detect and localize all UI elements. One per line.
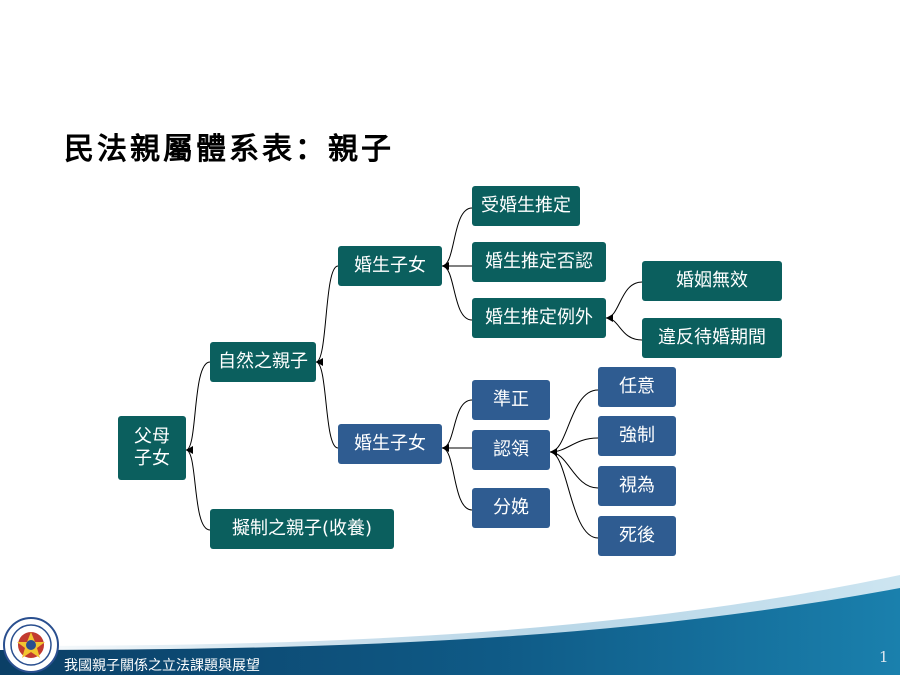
node-parent-child-root: 父母 子女 <box>118 416 186 480</box>
node-waiting-period-violation: 違反待婚期間 <box>642 318 782 358</box>
node-nonmarital-child: 婚生子女 <box>338 424 442 464</box>
node-posthumous-acknowledgment: 死後 <box>598 516 676 556</box>
node-acknowledgment: 認領 <box>472 430 550 470</box>
node-compulsory-acknowledgment: 強制 <box>598 416 676 456</box>
node-marital-child: 婚生子女 <box>338 246 442 286</box>
node-legal-parent-child: 擬制之親子(收養) <box>210 509 394 549</box>
node-void-marriage: 婚姻無效 <box>642 261 782 301</box>
node-natural-parent-child: 自然之親子 <box>210 342 316 382</box>
root-label-line2: 子女 <box>134 448 170 469</box>
node-upbringing: 分娩 <box>472 488 550 528</box>
root-label-line1: 父母 <box>134 425 170 447</box>
university-seal-logo <box>3 617 59 673</box>
node-presumption-denial: 婚生推定否認 <box>472 242 606 282</box>
slide-title: 民法親屬體系表：親子 <box>64 132 394 167</box>
footer-caption: 我國親子關係之立法課題與展望 <box>64 658 260 674</box>
node-presumption-exception: 婚生推定例外 <box>472 298 606 338</box>
page-number: 1 <box>879 648 889 666</box>
node-presumed-marital: 受婚生推定 <box>472 186 580 226</box>
node-deemed-acknowledgment: 視為 <box>598 466 676 506</box>
node-legitimation: 準正 <box>472 380 550 420</box>
node-voluntary-acknowledgment: 任意 <box>598 367 676 407</box>
